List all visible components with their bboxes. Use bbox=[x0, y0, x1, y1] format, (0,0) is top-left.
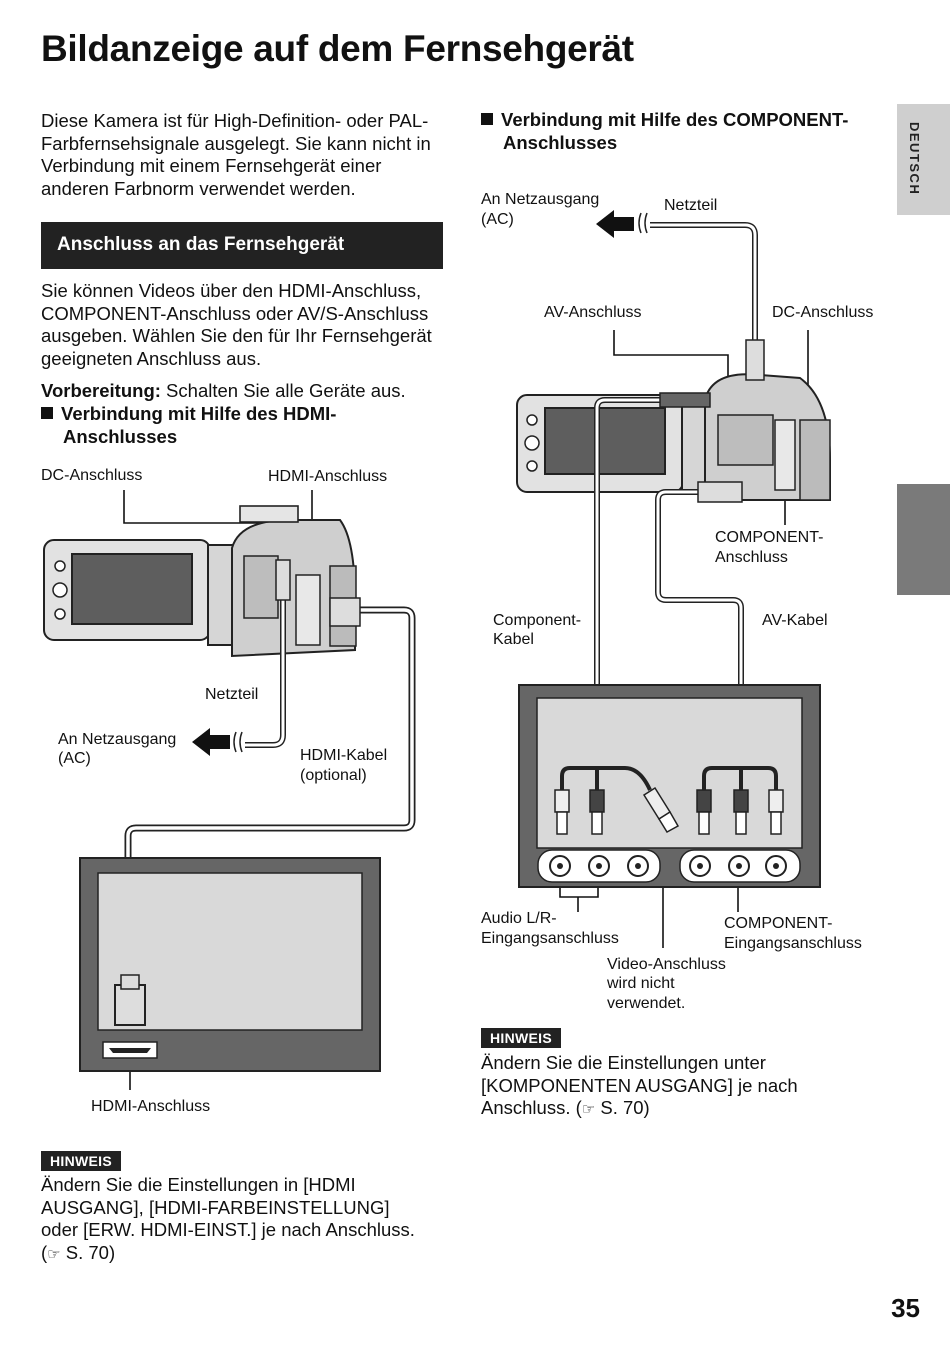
chapter-marker-tab bbox=[897, 484, 950, 595]
hdmi-label-netzteil: Netzteil bbox=[205, 686, 259, 703]
comp-label-netzausgang-2: (AC) bbox=[481, 211, 514, 228]
language-tab: DEUTSCH bbox=[897, 104, 950, 215]
comp-label-comp-in-1: COMPONENT- bbox=[724, 915, 833, 932]
hdmi-label-netzausgang-2: (AC) bbox=[58, 750, 91, 767]
component-heading-line1: Verbindung mit Hilfe des COMPONENT- bbox=[501, 109, 849, 130]
hdmi-note-line3: oder [ERW. HDMI-EINST.] je nach Anschlus… bbox=[41, 1219, 415, 1240]
square-bullet-icon bbox=[41, 407, 53, 419]
preparation-text: Schalten Sie alle Geräte aus. bbox=[160, 380, 406, 401]
comp-label-netzteil: Netzteil bbox=[664, 197, 718, 214]
pointing-hand-icon: ☞ bbox=[581, 1101, 596, 1118]
intro-text: Diese Kamera ist für High-Definition- od… bbox=[41, 110, 431, 199]
component-note-line3-pre: Anschluss. ( bbox=[481, 1097, 582, 1118]
comp-label-dc: DC-Anschluss bbox=[772, 304, 874, 321]
hdmi-note-ref: S. 70) bbox=[65, 1241, 116, 1263]
hdmi-heading-line2: Anschlusses bbox=[63, 425, 178, 447]
comp-label-av-kabel: AV-Kabel bbox=[762, 612, 828, 629]
component-heading: Verbindung mit Hilfe des COMPONENT- Ansc… bbox=[481, 109, 891, 154]
comp-label-video-1: Video-Anschluss bbox=[607, 956, 726, 973]
hdmi-label-hdmi-bottom: HDMI-Anschluss bbox=[91, 1098, 211, 1115]
hdmi-note-line1: Ändern Sie die Einstellungen in [HDMI bbox=[41, 1174, 356, 1195]
language-tab-label: DEUTSCH bbox=[907, 122, 922, 196]
hdmi-note-line2: AUSGANG], [HDMI-FARBEINSTELLUNG] bbox=[41, 1196, 390, 1218]
plug-arrow-icon bbox=[596, 210, 634, 238]
comp-label-comp-kabel-1: Component- bbox=[493, 612, 582, 629]
hdmi-heading: Verbindung mit Hilfe des HDMI- Anschluss… bbox=[41, 403, 461, 448]
preparation-line: Vorbereitung: Schalten Sie alle Geräte a… bbox=[41, 380, 461, 403]
hdmi-note: Ändern Sie die Einstellungen in [HDMI AU… bbox=[41, 1174, 461, 1266]
preparation-label: Vorbereitung: bbox=[41, 380, 161, 401]
page-title: Bildanzeige auf dem Fernsehgerät bbox=[41, 28, 634, 69]
component-heading-line2: Anschlusses bbox=[503, 131, 618, 153]
component-note-badge: HINWEIS bbox=[481, 1028, 561, 1048]
component-note-line1: Ändern Sie die Einstellungen unter bbox=[481, 1052, 766, 1073]
square-bullet-icon bbox=[481, 113, 493, 125]
comp-label-comp-1: COMPONENT- bbox=[715, 529, 824, 546]
comp-label-comp-2: Anschluss bbox=[715, 549, 788, 566]
section-heading: Anschluss an das Fernsehgerät bbox=[41, 222, 443, 269]
component-note-ref: S. 70) bbox=[600, 1097, 650, 1118]
comp-label-video-2: wird nicht bbox=[607, 975, 675, 992]
comp-label-audio-1: Audio L/R- bbox=[481, 910, 557, 927]
comp-label-comp-kabel-2: Kabel bbox=[493, 631, 534, 648]
camcorder-icon bbox=[43, 505, 357, 658]
component-note-line3: Anschluss. (☞ S. 70) bbox=[481, 1097, 881, 1122]
hdmi-label-kabel-2: (optional) bbox=[300, 767, 367, 784]
component-note: Ändern Sie die Einstellungen unter [KOMP… bbox=[481, 1052, 881, 1122]
plug-arrow-icon bbox=[192, 728, 230, 756]
comp-label-comp-in-2: Eingangsanschluss bbox=[724, 935, 862, 952]
hdmi-note-line4: (☞ S. 70) bbox=[41, 1241, 116, 1263]
comp-label-netzausgang-1: An Netzausgang bbox=[481, 191, 600, 208]
hdmi-note-badge: HINWEIS bbox=[41, 1151, 121, 1171]
camcorder-icon bbox=[516, 373, 831, 501]
comp-label-av: AV-Anschluss bbox=[544, 304, 642, 321]
tv-icon bbox=[518, 684, 821, 888]
section-body: Sie können Videos über den HDMI-Anschlus… bbox=[41, 280, 432, 369]
hdmi-label-kabel-1: HDMI-Kabel bbox=[300, 747, 388, 764]
page-number: 35 bbox=[891, 1293, 920, 1323]
hdmi-label-netzausgang-1: An Netzausgang bbox=[58, 731, 177, 748]
pointing-hand-icon: ☞ bbox=[47, 1245, 61, 1263]
hdmi-heading-line1: Verbindung mit Hilfe des HDMI- bbox=[61, 403, 337, 424]
component-note-line2: [KOMPONENTEN AUSGANG] je nach bbox=[481, 1074, 798, 1096]
comp-label-video-3: verwendet. bbox=[607, 995, 686, 1012]
hdmi-label-hdmi-top: HDMI-Anschluss bbox=[268, 468, 388, 485]
hdmi-label-dc: DC-Anschluss bbox=[41, 467, 143, 484]
comp-label-audio-2: Eingangsanschluss bbox=[481, 930, 619, 947]
